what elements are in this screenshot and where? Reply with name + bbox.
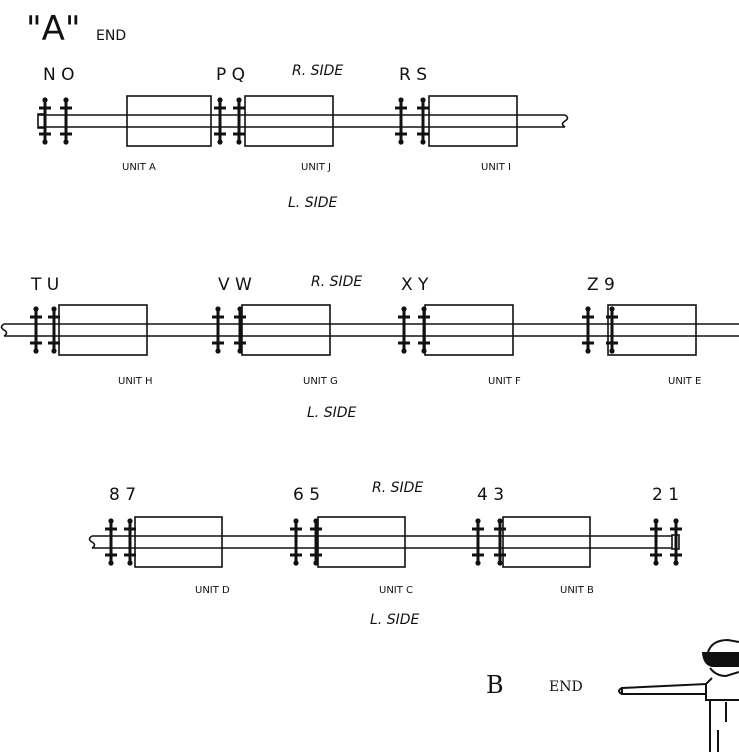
a-end-mark: "A" — [26, 9, 81, 49]
unit-label-h: UNIT H — [118, 376, 153, 387]
pin-label-4-3: 4 3 — [477, 485, 504, 505]
row3-coupler-6-top-bolt — [497, 518, 503, 524]
l-side-label: L. SIDE — [288, 195, 337, 211]
l-side-label: L. SIDE — [307, 405, 356, 421]
row1-coupler-3-bottom-bolt — [217, 139, 223, 145]
row3-coupler-6-bottom-bolt — [497, 560, 503, 566]
row1-coupler-6-top-bolt — [420, 97, 426, 103]
unit-f-box — [424, 304, 514, 356]
row2-coupler-5-bottom-bolt — [401, 348, 407, 354]
row1-coupler-5-bottom-bolt — [398, 139, 404, 145]
unit-label-d: UNIT D — [195, 585, 230, 596]
row2-coupler-6-top-bolt — [421, 306, 427, 312]
row3-coupler-3-top-bolt — [293, 518, 299, 524]
row1-break-right — [561, 114, 569, 128]
unit-label-e: UNIT E — [668, 376, 701, 387]
row3-coupler-8-bottom-bolt — [673, 560, 679, 566]
r-side-label: R. SIDE — [292, 63, 343, 79]
row-2: T U V W X Y Z 9 R. SIDE L. SIDE UNIT H U… — [30, 274, 701, 421]
row1-coupler-6-bottom-bolt — [420, 139, 426, 145]
row3-coupler-1-top-bolt — [108, 518, 114, 524]
unit-label-b: UNIT B — [560, 585, 594, 596]
b-end-word: END — [549, 679, 583, 695]
unit-b-box — [502, 516, 591, 568]
row1-coupler-5-top-bolt — [398, 97, 404, 103]
row2-coupler-2-top-bolt — [51, 306, 57, 312]
row1-coupler-2-bottom-bolt — [63, 139, 69, 145]
row3-coupler-4-bottom-bolt — [313, 560, 319, 566]
row3-coupler-1-bottom-bolt — [108, 560, 114, 566]
pin-label-x-y: X Y — [401, 275, 429, 295]
pin-label-8-7: 8 7 — [109, 485, 136, 505]
row3-coupler-2-top-bolt — [127, 518, 133, 524]
unit-h-box — [58, 304, 148, 356]
row-1: N O P Q R S R. SIDE L. SIDE UNIT A UNIT … — [43, 63, 511, 211]
row2-coupler-5-top-bolt — [401, 306, 407, 312]
l-side-label: L. SIDE — [370, 612, 419, 628]
pin-label-n-o: N O — [43, 65, 75, 85]
row1-coupler-4-top-bolt — [236, 97, 242, 103]
unit-d-box — [134, 516, 223, 568]
unit-j-box — [244, 95, 334, 147]
unit-label-g: UNIT G — [303, 376, 338, 387]
row3-coupler-2-bottom-bolt — [127, 560, 133, 566]
row2-coupler-6-bottom-bolt — [421, 348, 427, 354]
row2-coupler-3-top-bolt — [215, 306, 221, 312]
row2-coupler-4-top-bolt — [237, 306, 243, 312]
r-side-label: R. SIDE — [311, 274, 362, 290]
unit-label-a: UNIT A — [122, 162, 156, 173]
unit-a-box — [126, 95, 212, 147]
row2-coupler-1-top-bolt — [33, 306, 39, 312]
row2-coupler-7-bottom-bolt — [585, 348, 591, 354]
unit-i-box — [428, 95, 518, 147]
train-drawing — [0, 95, 739, 568]
b-end-letter: B — [486, 671, 504, 699]
row1-coupler-2-top-bolt — [63, 97, 69, 103]
row2-coupler-8-top-bolt — [609, 306, 615, 312]
unit-c-box — [317, 516, 406, 568]
row2-coupler-3-bottom-bolt — [215, 348, 221, 354]
pin-label-2-1: 2 1 — [652, 485, 679, 505]
signal-person-icon — [618, 638, 739, 752]
unit-label-j: UNIT J — [301, 162, 331, 173]
unit-label-c: UNIT C — [379, 585, 413, 596]
row3-coupler-5-bottom-bolt — [475, 560, 481, 566]
row1-coupler-4-bottom-bolt — [236, 139, 242, 145]
pin-label-r-s: R S — [399, 65, 427, 85]
row3-coupler-5-top-bolt — [475, 518, 481, 524]
row2-coupler-4-bottom-bolt — [237, 348, 243, 354]
row-3: 8 7 6 5 4 3 2 1 R. SIDE L. SIDE UNIT D U… — [109, 480, 679, 628]
row3-break-left — [88, 535, 96, 549]
row3-coupler-4-top-bolt — [313, 518, 319, 524]
unit-label-i: UNIT I — [481, 162, 511, 173]
pin-label-p-q: P Q — [216, 65, 245, 85]
unit-g-box — [241, 304, 331, 356]
pin-label-v-w: V W — [218, 275, 252, 295]
row3-coupler-7-bottom-bolt — [653, 560, 659, 566]
unit-label-f: UNIT F — [488, 376, 521, 387]
row2-coupler-2-bottom-bolt — [51, 348, 57, 354]
row2-break-left — [0, 323, 8, 337]
row1-coupler-1-bottom-bolt — [42, 139, 48, 145]
row1-coupler-1-top-bolt — [42, 97, 48, 103]
row2-coupler-7-top-bolt — [585, 306, 591, 312]
row3-coupler-7-top-bolt — [653, 518, 659, 524]
row1-coupler-3-top-bolt — [217, 97, 223, 103]
a-end-word: END — [96, 28, 126, 44]
unit-e-box — [607, 304, 697, 356]
row2-coupler-8-bottom-bolt — [609, 348, 615, 354]
pin-label-t-u: T U — [30, 275, 59, 295]
pin-label-6-5: 6 5 — [293, 485, 320, 505]
row2-coupler-1-bottom-bolt — [33, 348, 39, 354]
row3-coupler-3-bottom-bolt — [293, 560, 299, 566]
row3-coupler-8-top-bolt — [673, 518, 679, 524]
r-side-label: R. SIDE — [372, 480, 423, 496]
pin-label-z-9: Z 9 — [587, 275, 615, 295]
